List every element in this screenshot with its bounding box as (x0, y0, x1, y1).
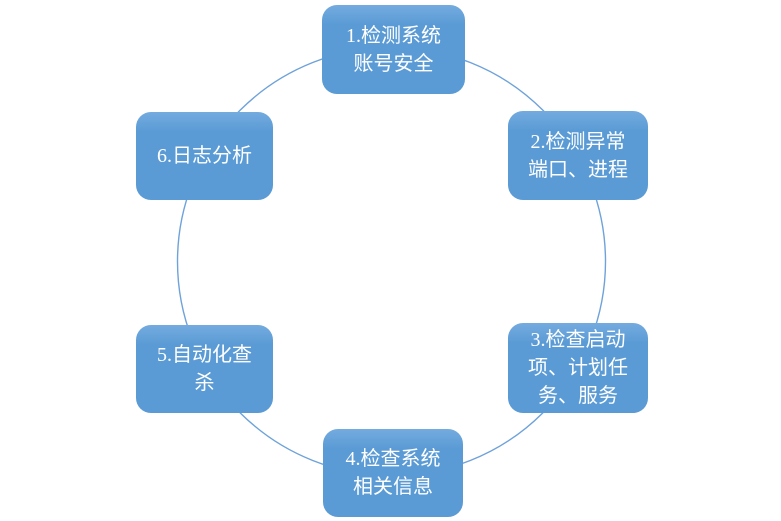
cycle-node-3-label: 3.检查启动 项、计划任 务、服务 (528, 329, 628, 407)
cycle-node-2-label: 2.检测异常 端口、进程 (528, 130, 628, 181)
cycle-node-4-label: 4.检查系统 相关信息 (345, 448, 441, 498)
cycle-node-5-label: 5.自动化查 杀 (157, 344, 252, 394)
cycle-node-6: 6.日志分析 (136, 112, 273, 200)
cycle-node-6-label: 6.日志分析 (157, 145, 252, 167)
cycle-node-5: 5.自动化查 杀 (136, 325, 273, 413)
cycle-node-2: 2.检测异常 端口、进程 (508, 111, 648, 200)
cycle-node-4: 4.检查系统 相关信息 (323, 429, 463, 517)
cycle-node-1: 1.检测系统 账号安全 (322, 5, 465, 94)
cycle-node-3: 3.检查启动 项、计划任 务、服务 (508, 323, 648, 413)
cycle-node-1-label: 1.检测系统 账号安全 (346, 24, 441, 75)
